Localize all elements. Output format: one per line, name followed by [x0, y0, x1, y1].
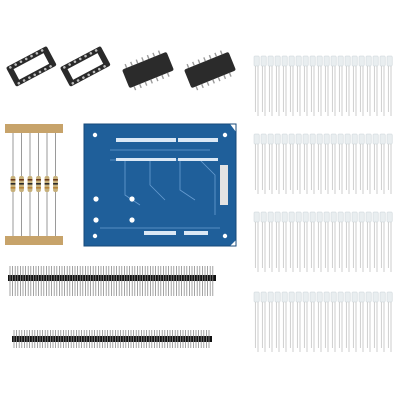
pin-header-short: [12, 330, 212, 348]
pin-header-long: [8, 266, 216, 296]
ic-socket-2: [60, 46, 111, 87]
led-row-4: [253, 291, 393, 352]
led-row-1: [253, 55, 393, 116]
ic-socket-1: [6, 46, 57, 87]
led-rows: [253, 55, 393, 352]
led-row-3: [253, 211, 393, 272]
resistor-strip: [5, 124, 63, 245]
led-row-2: [253, 133, 393, 194]
shield-pcb: [83, 123, 237, 247]
ic-chip-1: [122, 50, 174, 91]
ic-chip-2: [184, 50, 236, 91]
